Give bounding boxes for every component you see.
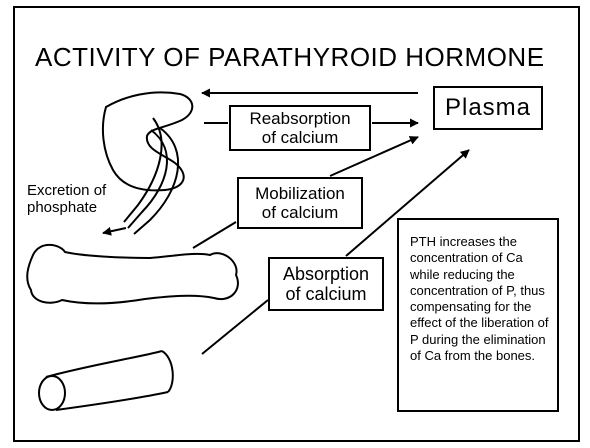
excretion-line1: Excretion of <box>27 182 106 199</box>
arrow-excretion-phosphate <box>103 228 126 233</box>
excretion-label: Excretion of phosphate <box>27 182 106 217</box>
plasma-box: Plasma <box>433 86 543 130</box>
absorption-line2: of calcium <box>285 284 366 304</box>
line-intestine-to-absorption <box>202 300 268 354</box>
mobilization-line1: Mobilization <box>255 184 345 203</box>
note-text: PTH increases the concentration of Ca wh… <box>410 234 549 364</box>
intestine-drawing <box>39 351 173 410</box>
kidney-drawing <box>103 92 192 234</box>
reabsorption-line2: of calcium <box>262 128 339 147</box>
bone-drawing <box>27 245 238 303</box>
note-box: PTH increases the concentration of Ca wh… <box>397 218 559 412</box>
reabsorption-box: Reabsorption of calcium <box>229 105 371 151</box>
line-bone-to-mobilization <box>193 222 236 248</box>
reabsorption-line1: Reabsorption <box>249 109 350 128</box>
diagram-title: ACTIVITY OF PARATHYROID HORMONE <box>35 44 545 70</box>
plasma-label: Plasma <box>445 95 531 122</box>
excretion-line2: phosphate <box>27 199 106 216</box>
absorption-box: Absorption of calcium <box>268 257 384 311</box>
absorption-line1: Absorption <box>283 264 369 284</box>
mobilization-box: Mobilization of calcium <box>237 177 363 229</box>
mobilization-line2: of calcium <box>262 203 339 222</box>
